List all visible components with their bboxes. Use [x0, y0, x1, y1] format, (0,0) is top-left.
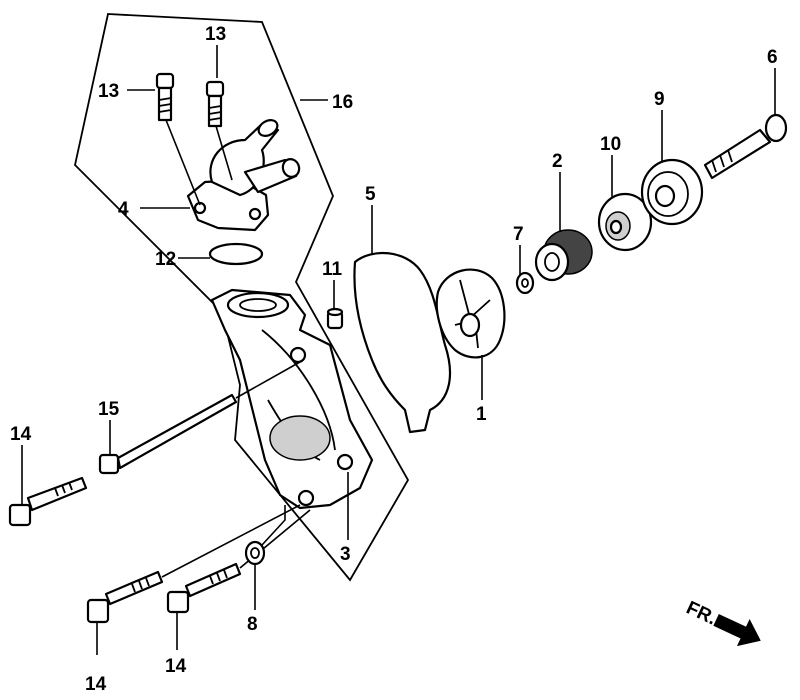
impeller-1 [435, 268, 506, 359]
assembly-outline [74, 13, 410, 582]
label-part-4: 4 [118, 199, 129, 220]
bearing-9 [640, 158, 704, 226]
pump-housing [210, 288, 374, 510]
label-part-12: 12 [155, 249, 176, 270]
label-part-13b: 13 [205, 24, 226, 45]
label-part-1: 1 [476, 404, 487, 425]
bolt-13-left-guide [165, 119, 201, 206]
oil-seal-10 [597, 192, 653, 252]
bolt-14-bottom-middle [166, 562, 242, 614]
label-part-13a: 13 [98, 81, 119, 102]
dowel-pin-11 [326, 307, 344, 330]
long-bolt-15 [98, 393, 238, 475]
label-part-15: 15 [98, 399, 120, 420]
label-part-8: 8 [247, 614, 258, 635]
label-part-9: 9 [654, 89, 665, 110]
leader-lines [21, 45, 776, 655]
label-part-5: 5 [365, 184, 376, 205]
label-part-6: 6 [767, 47, 778, 68]
outlet-elbow-housing [186, 119, 301, 232]
o-ring-12 [208, 242, 264, 266]
label-part-16: 16 [332, 92, 353, 113]
bolt-14-bottom-left-guide [161, 504, 301, 578]
washer-8 [244, 540, 266, 566]
direction-arrow-icon [713, 613, 761, 647]
label-part-10: 10 [600, 134, 621, 155]
pump-shaft-6 [703, 113, 788, 180]
bolt-14-bottom-left [86, 570, 164, 624]
bolt-13-left [155, 72, 175, 122]
label-part-7: 7 [513, 224, 524, 245]
mechanical-seal-2 [534, 229, 593, 282]
label-part-11: 11 [322, 259, 343, 280]
label-part-2: 2 [552, 151, 563, 172]
washer-7 [515, 271, 535, 295]
front-direction-indicator: FR. [683, 597, 761, 647]
bolt-13-right [205, 80, 225, 128]
gasket-5 [353, 251, 452, 434]
label-part-3: 3 [340, 544, 351, 565]
bolt-13-right-guide [215, 125, 233, 181]
bolt-14-left [8, 476, 88, 527]
label-part-14c: 14 [165, 656, 187, 677]
long-bolt-15-guide [235, 361, 301, 399]
label-part-14b: 14 [85, 674, 107, 695]
label-part-14a: 14 [10, 424, 32, 445]
